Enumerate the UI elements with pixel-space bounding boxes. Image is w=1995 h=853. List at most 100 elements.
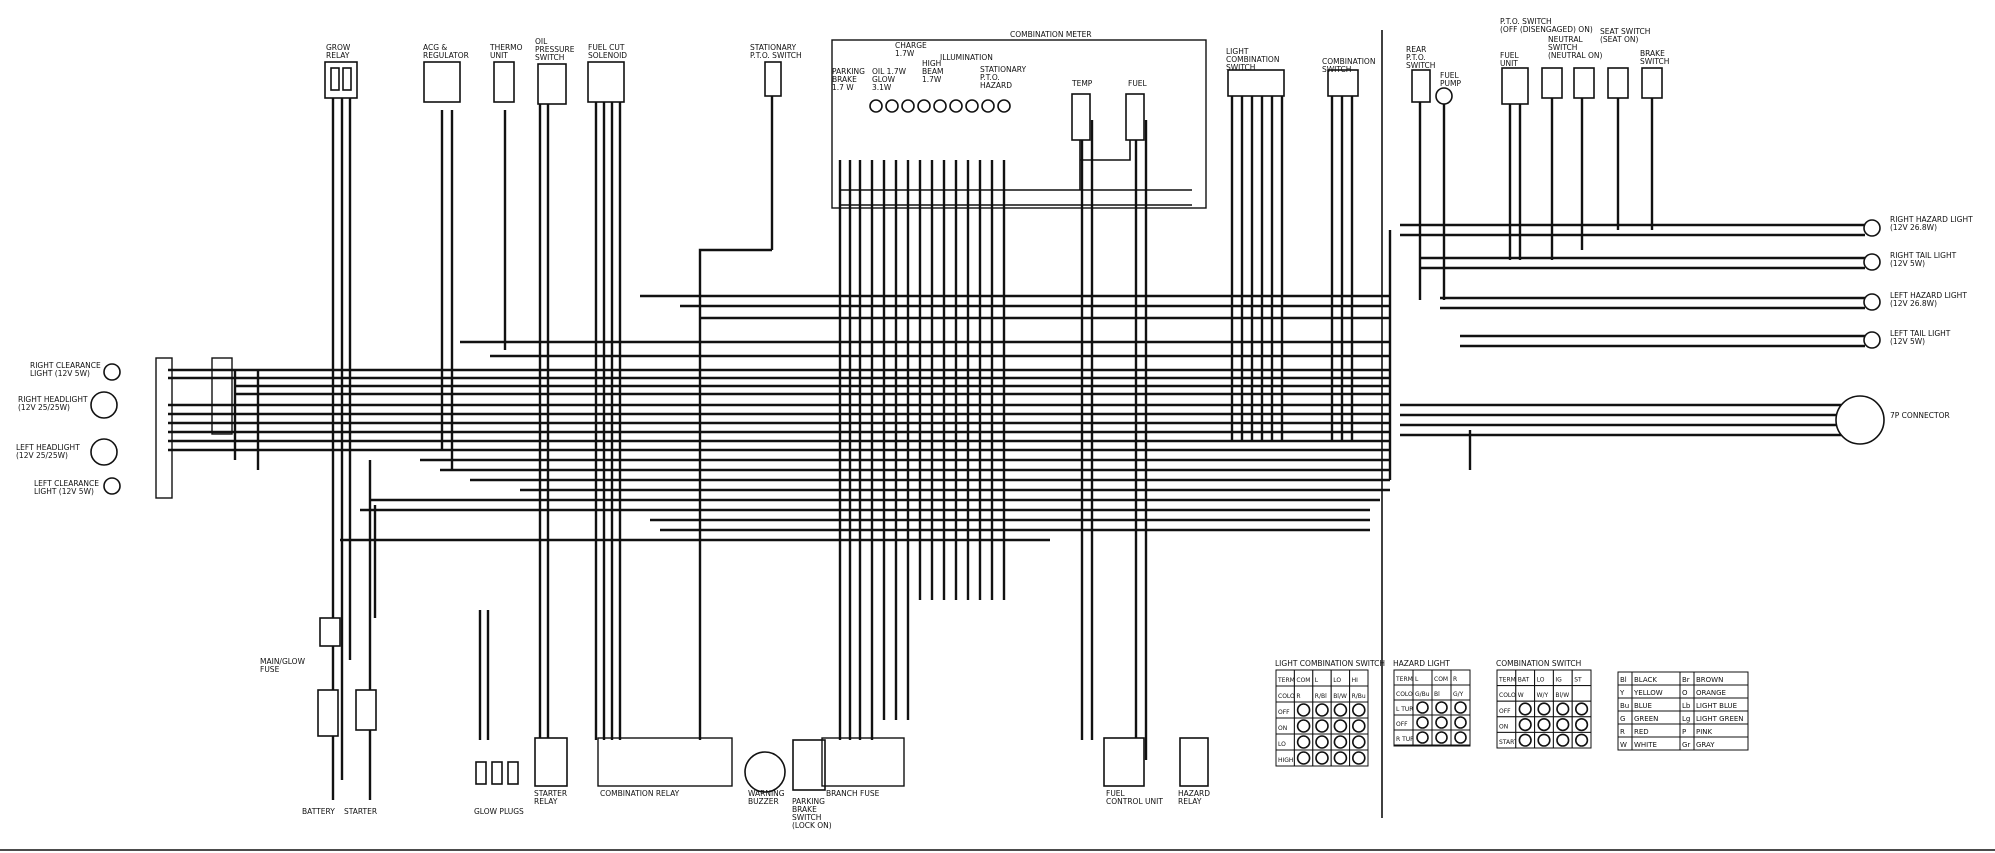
contact-circle xyxy=(1518,733,1532,747)
legend-text: GRAY xyxy=(1696,741,1715,749)
legend-text: Bu xyxy=(1620,702,1629,710)
table-cell-text: BAT xyxy=(1518,677,1530,684)
table-cell-text: L xyxy=(1415,676,1419,683)
table-cell-text: TERM xyxy=(1277,677,1295,684)
label-combination-relay: COMBINATION RELAY xyxy=(600,789,680,798)
label-branch-fuse: BRANCH FUSE xyxy=(826,789,880,798)
label-acg-regulator: ACG &REGULATOR xyxy=(423,43,469,60)
label-left-tail-light: LEFT TAIL LIGHT(12V 5W) xyxy=(1890,329,1951,346)
table-cell-text: LO xyxy=(1333,677,1341,684)
table-cell-text: COLOR xyxy=(1396,691,1417,698)
contact-circle xyxy=(1315,719,1329,733)
label-temp: TEMP xyxy=(1071,79,1093,88)
contact-circle xyxy=(1296,751,1311,765)
table-cell-text: COLOR xyxy=(1499,692,1520,699)
contact-circle xyxy=(1333,751,1348,765)
contact-circle xyxy=(1518,702,1532,716)
contact-circle xyxy=(1352,703,1366,717)
table-cell-text: Bl/W xyxy=(1333,693,1347,700)
contact-circle xyxy=(1352,735,1366,749)
table-cell-text: LO xyxy=(1278,741,1286,748)
table-cell-text: R TURN xyxy=(1396,736,1419,743)
contact-circle xyxy=(1556,733,1570,747)
label-battery: BATTERY xyxy=(302,807,335,816)
table-cell-text: ON xyxy=(1278,725,1287,732)
table-cell-text: COM xyxy=(1434,676,1448,683)
legend-text: O xyxy=(1682,689,1688,697)
table-cell-text: L xyxy=(1315,677,1319,684)
contact-circle xyxy=(1315,735,1329,749)
contact-circle xyxy=(1574,702,1589,716)
contact-circle xyxy=(1435,716,1448,729)
legend-text: R xyxy=(1620,728,1625,736)
contact-circle xyxy=(1315,751,1329,765)
contact-circle xyxy=(1435,731,1448,744)
label-seat-switch: SEAT SWITCH(SEAT ON) xyxy=(1600,27,1650,44)
legend-text: P xyxy=(1682,728,1686,736)
table-cell-text: R xyxy=(1296,693,1300,700)
table-cell-text: Bl/W xyxy=(1555,692,1569,699)
contact-circle xyxy=(1416,731,1429,744)
legend-text: BLUE xyxy=(1634,702,1652,710)
legend-text: WHITE xyxy=(1634,741,1657,749)
lcs-table-title: LIGHT COMBINATION SWITCH xyxy=(1275,659,1385,668)
label-left-hazard-light: LEFT HAZARD LIGHT(12V 26.8W) xyxy=(1890,291,1967,308)
table-cell-text: LO xyxy=(1537,677,1545,684)
contact-circle xyxy=(1435,701,1448,714)
table-cell-text: OFF xyxy=(1499,708,1511,715)
legend-text: BLACK xyxy=(1634,676,1657,684)
contact-circle xyxy=(1416,701,1429,714)
label-right-hazard-light: RIGHT HAZARD LIGHT(12V 26.8W) xyxy=(1890,215,1973,232)
label-7p-connector: 7P CONNECTOR xyxy=(1890,411,1950,420)
cs-table-title: COMBINATION SWITCH xyxy=(1496,659,1581,668)
contact-circle xyxy=(1333,703,1348,717)
legend-text: Lb xyxy=(1682,702,1691,710)
contact-circle xyxy=(1454,716,1467,729)
table-cell-text: R xyxy=(1453,676,1457,683)
legend-text: RED xyxy=(1634,728,1649,736)
wiring-harness xyxy=(0,30,1995,851)
legend-text: W xyxy=(1620,741,1627,749)
legend-text: YELLOW xyxy=(1633,689,1663,697)
contact-circle xyxy=(1333,735,1348,749)
table-cell-text: OFF xyxy=(1396,721,1408,728)
contact-circle xyxy=(1296,735,1311,749)
legend-text: Gr xyxy=(1682,741,1690,749)
contact-circle xyxy=(1518,717,1532,732)
label-right-headlight: RIGHT HEADLIGHT(12V 25/25W) xyxy=(18,395,88,412)
table-cell-text: COLOR xyxy=(1278,693,1299,700)
label-left-headlight: LEFT HEADLIGHT(12V 25/25W) xyxy=(16,443,80,460)
legend-cell xyxy=(1693,736,1749,751)
table-cell-text: START xyxy=(1499,739,1518,746)
label-illumination: ILLUMINATION xyxy=(940,53,993,62)
contact-circle xyxy=(1556,702,1570,716)
label-starter: STARTER xyxy=(344,807,377,816)
contact-circle xyxy=(1574,733,1589,747)
contact-circle xyxy=(1416,716,1429,729)
legend-text: ORANGE xyxy=(1696,689,1726,697)
table-cell-text: W/Y xyxy=(1537,692,1549,699)
legend-text: Lg xyxy=(1682,715,1690,723)
